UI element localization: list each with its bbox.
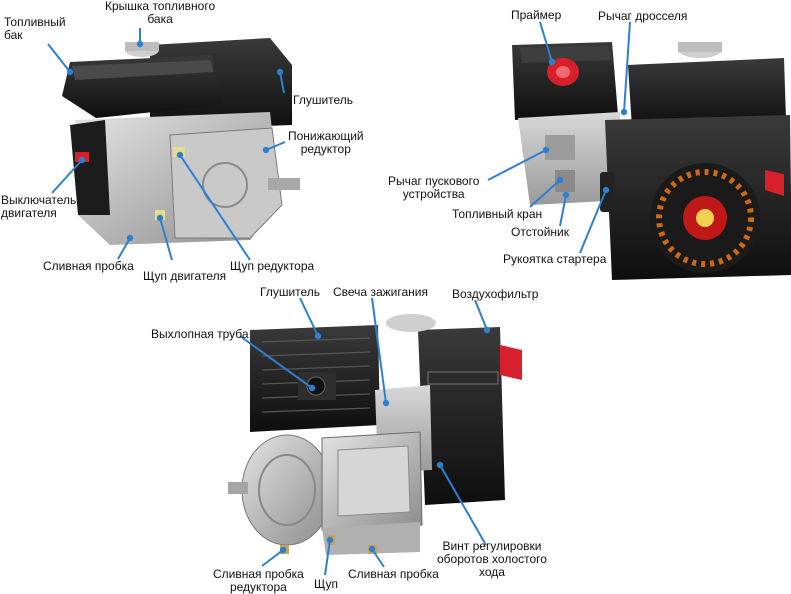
label-primer: Праймер [511,8,562,22]
label-engine-dipstick: Щуп двигателя [143,269,227,283]
left-engine-view [62,38,300,245]
leader-lines [47,21,631,576]
label-muffler-bottom: Глушитель [260,285,321,299]
bottom-engine-view [228,314,522,555]
label-air-filter: Воздухофильтр [452,287,539,301]
label-reducer-dipstick: Щуп редуктора [230,259,315,273]
label-muffler-left: Глушитель [293,93,354,107]
label-drain-plug-left: Сливная пробка [43,259,134,273]
label-spark-plug: Свеча зажигания [333,285,428,299]
label-throttle-lever: Рычаг дросселя [598,9,688,23]
label-dipstick: Щуп [314,577,339,591]
label-fuel-valve: Топливный кран [452,207,543,221]
label-drain-plug-bottom: Сливная пробка [348,567,439,581]
label-starter-handle: Рукоятка стартера [503,252,607,266]
label-exhaust-pipe: Выхлопная труба [151,327,249,341]
label-sump: Отстойник [511,225,570,239]
right-engine-view [512,42,791,280]
